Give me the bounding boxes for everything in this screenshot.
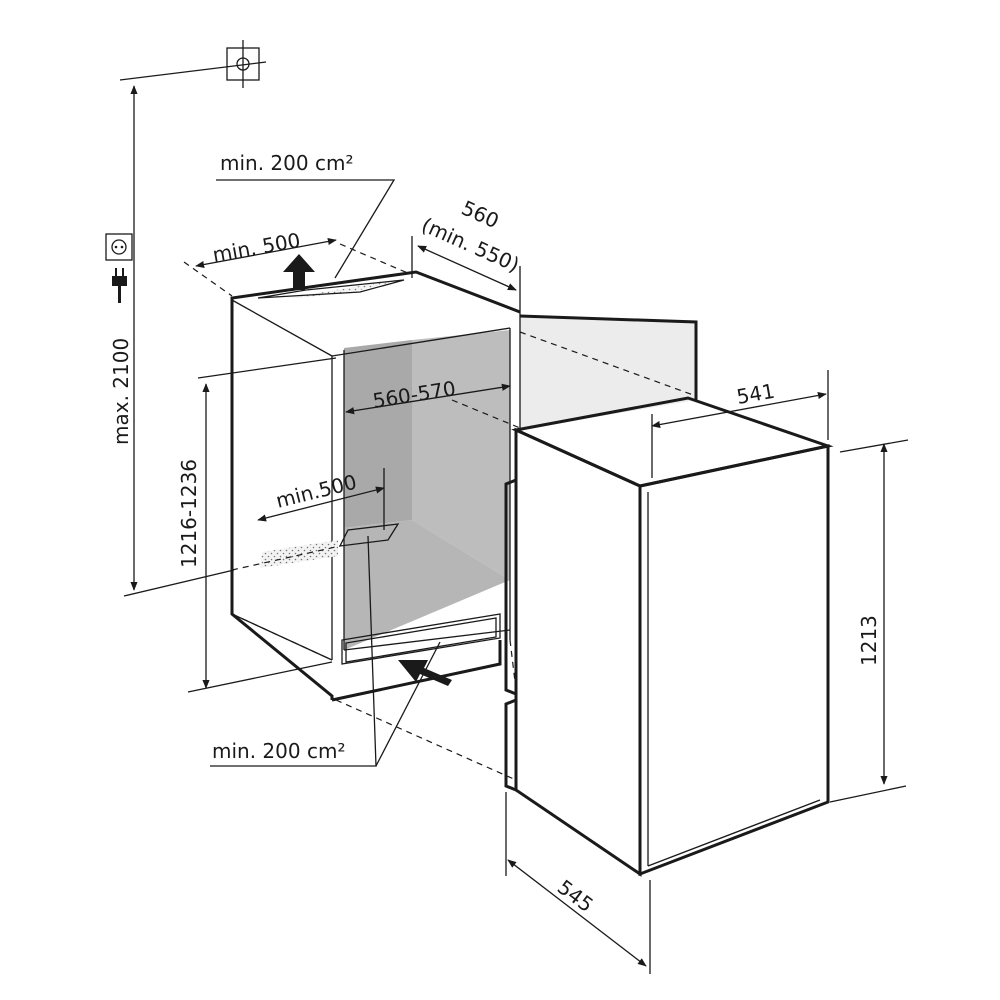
- construction-lines: [335, 331, 697, 781]
- airflow-in-arrow: [398, 660, 452, 686]
- niche-width-dimension: [411, 236, 521, 316]
- vent-bottom-leader: [210, 535, 441, 767]
- top-depth-dimension: [183, 237, 411, 297]
- appliance-depth-dimension: [651, 370, 829, 478]
- niche-width-label-a: 560: [458, 196, 503, 233]
- top-depth-label: min. 500: [211, 228, 302, 267]
- appliance-body: [504, 396, 834, 877]
- niche-cabinet: [230, 270, 521, 702]
- power-plug-icon: [112, 268, 127, 303]
- power-socket-icon: [105, 233, 133, 261]
- vent-bottom-grille: [341, 613, 501, 665]
- appliance-height-label: 1213: [857, 615, 881, 666]
- airflow-up-arrow: [283, 254, 315, 290]
- appliance-height-dimension: [829, 439, 909, 803]
- vent-top-leader: [216, 179, 396, 279]
- vent-top-label: min. 200 cm²: [220, 151, 353, 175]
- niche-floor: [344, 520, 510, 650]
- inner-width-dimension: [345, 383, 521, 429]
- max-height-label: max. 2100: [109, 338, 133, 445]
- niche-height-label: 1216-1236: [177, 459, 201, 568]
- max-height-dimension: [123, 85, 235, 597]
- ceiling-connection-icon: [119, 40, 267, 88]
- niche-interior: [344, 340, 412, 528]
- appliance-width-dimension: [505, 792, 651, 974]
- appliance-width-label: 545: [553, 875, 598, 917]
- vent-bottom-label: min. 200 cm²: [212, 739, 345, 763]
- inner-depth-dimension: [257, 468, 385, 530]
- niche-height-dimension: [187, 357, 337, 693]
